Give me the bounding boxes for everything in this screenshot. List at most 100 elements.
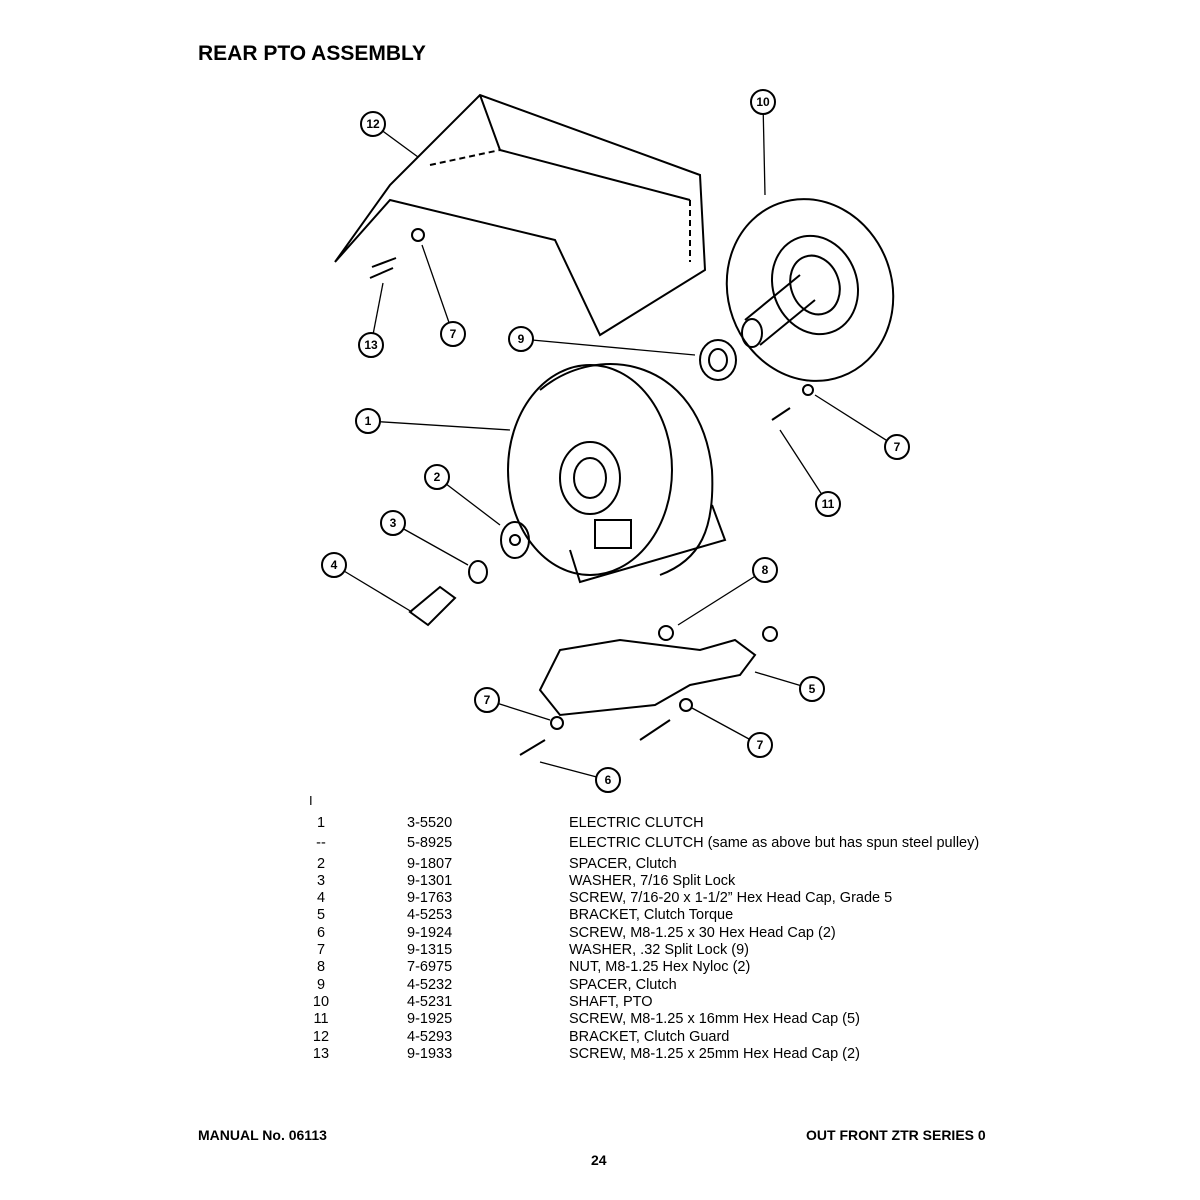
table-row: 8 7-6975 NUT, M8-1.25 Hex Nyloc (2) xyxy=(305,959,979,976)
callout-circle xyxy=(424,464,450,490)
part-description: SPACER, Clutch xyxy=(569,976,677,993)
ref-number: 13 xyxy=(312,1045,330,1062)
ref-number: 3 xyxy=(316,872,326,889)
callout-label: 13 xyxy=(364,338,378,352)
part-description: BRACKET, Clutch Guard xyxy=(569,1028,730,1045)
callout-circle xyxy=(355,408,381,434)
part-number: 4-5231 xyxy=(407,993,453,1010)
callout-label: 3 xyxy=(390,516,397,530)
torque-bracket-drawing xyxy=(519,625,778,756)
table-row: 7 9-1315 WASHER, .32 Split Lock (9) xyxy=(305,942,979,959)
clutch-guard-drawing xyxy=(334,93,707,337)
part-number: 9-1925 xyxy=(407,1011,453,1028)
callout-label: 5 xyxy=(809,682,816,696)
callout-label: 7 xyxy=(484,693,491,707)
page-number: 24 xyxy=(591,1152,607,1168)
callout-label: 10 xyxy=(756,95,770,109)
callout-3: 3 xyxy=(380,510,469,566)
callout-2: 2 xyxy=(424,464,501,526)
ref-number: 1 xyxy=(316,815,326,831)
part-number: 7-6975 xyxy=(407,959,453,976)
part-description: WASHER, .32 Split Lock (9) xyxy=(569,942,749,959)
callout-1: 1 xyxy=(355,408,511,434)
part-number: 4-5232 xyxy=(407,976,453,993)
part-number: 9-1315 xyxy=(407,942,453,959)
small-hardware-drawing xyxy=(369,228,814,627)
callout-circle xyxy=(752,557,778,583)
callout-circle xyxy=(815,491,841,517)
exploded-parts-diagram: 12 10 13 7 9 1 7 11 2 3 4 8 5 7 7 6 xyxy=(321,89,910,793)
leader-line xyxy=(436,476,501,526)
callout-12: 12 xyxy=(360,111,419,158)
part-description: NUT, M8-1.25 Hex Nyloc (2) xyxy=(569,959,751,976)
callout-11: 11 xyxy=(779,429,841,517)
callout-label: 9 xyxy=(518,332,525,346)
ref-number: 4 xyxy=(316,890,326,907)
table-row: 13 9-1933 SCREW, M8-1.25 x 25mm Hex Head C… xyxy=(305,1046,979,1063)
ref-number: 6 xyxy=(316,924,326,941)
leader-line xyxy=(333,564,413,613)
leader-line xyxy=(762,101,766,196)
part-description: WASHER, 7/16 Split Lock xyxy=(569,872,736,889)
part-number: 9-1933 xyxy=(407,1045,453,1062)
callout-7: 7 xyxy=(814,394,910,460)
part-number: 9-1763 xyxy=(407,890,453,907)
table-row: 10 4-5231 SHAFT, PTO xyxy=(305,994,979,1011)
part-description: SCREW, M8-1.25 x 16mm Hex Head Cap (5) xyxy=(569,1011,860,1028)
callout-circle xyxy=(440,321,466,347)
electric-clutch-drawing xyxy=(507,363,727,584)
ref-number: 11 xyxy=(313,1011,329,1028)
part-description: SCREW, M8-1.25 x 30 Hex Head Cap (2) xyxy=(569,924,836,941)
callout-circle xyxy=(360,111,386,137)
part-description: SCREW, 7/16-20 x 1-1/2” Hex Head Cap, Gr… xyxy=(569,890,893,907)
part-description: ELECTRIC CLUTCH (same as above but has s… xyxy=(569,835,980,852)
callout-4: 4 xyxy=(321,552,413,613)
part-number: 9-1807 xyxy=(407,855,453,872)
callout-circle xyxy=(380,510,406,536)
table-row: 9 4-5232 SPACER, Clutch xyxy=(305,977,979,994)
callout-7: 7 xyxy=(474,687,551,721)
part-number: 9-1301 xyxy=(407,872,453,889)
callout-circle xyxy=(799,676,825,702)
callout-label: 4 xyxy=(331,558,338,572)
callout-7: 7 xyxy=(691,707,773,758)
callout-label: 8 xyxy=(762,563,769,577)
manual-number: MANUAL No. 06113 xyxy=(198,1127,327,1143)
ref-number: 10 xyxy=(312,993,330,1010)
callout-label: 7 xyxy=(450,327,457,341)
part-description: SHAFT, PTO xyxy=(569,993,653,1010)
callout-label: 1 xyxy=(365,414,372,428)
callout-label: 7 xyxy=(757,738,764,752)
callout-label: 2 xyxy=(434,470,441,484)
leader-line xyxy=(392,522,469,566)
leader-line xyxy=(367,420,511,431)
pto-shaft-drawing xyxy=(725,198,895,382)
callout-circle xyxy=(750,89,776,115)
ref-number: 9 xyxy=(316,976,326,993)
table-row: 4 9-1763 SCREW, 7/16-20 x 1-1/2” Hex Head … xyxy=(305,890,979,907)
callout-label: 11 xyxy=(822,497,835,511)
callout-7: 7 xyxy=(421,244,466,347)
callout-circle xyxy=(747,732,773,758)
section-marker: I xyxy=(309,793,313,808)
ref-number: 2 xyxy=(316,855,326,872)
callout-circle xyxy=(595,767,621,793)
part-description: SCREW, M8-1.25 x 25mm Hex Head Cap (2) xyxy=(569,1045,860,1062)
ref-number: 7 xyxy=(316,942,326,959)
part-description: SPACER, Clutch xyxy=(569,855,677,872)
spacer-9-drawing xyxy=(699,339,737,381)
callout-circle xyxy=(358,332,384,358)
page-title: REAR PTO ASSEMBLY xyxy=(198,42,426,65)
series-name: OUT FRONT ZTR SERIES 0 xyxy=(806,1127,986,1143)
callout-label: 6 xyxy=(605,773,612,787)
leader-line xyxy=(779,429,829,505)
ref-number: 8 xyxy=(316,959,326,976)
leader-line xyxy=(814,394,898,448)
part-number: 4-5253 xyxy=(407,907,453,924)
part-number: 5-8925 xyxy=(407,835,453,852)
